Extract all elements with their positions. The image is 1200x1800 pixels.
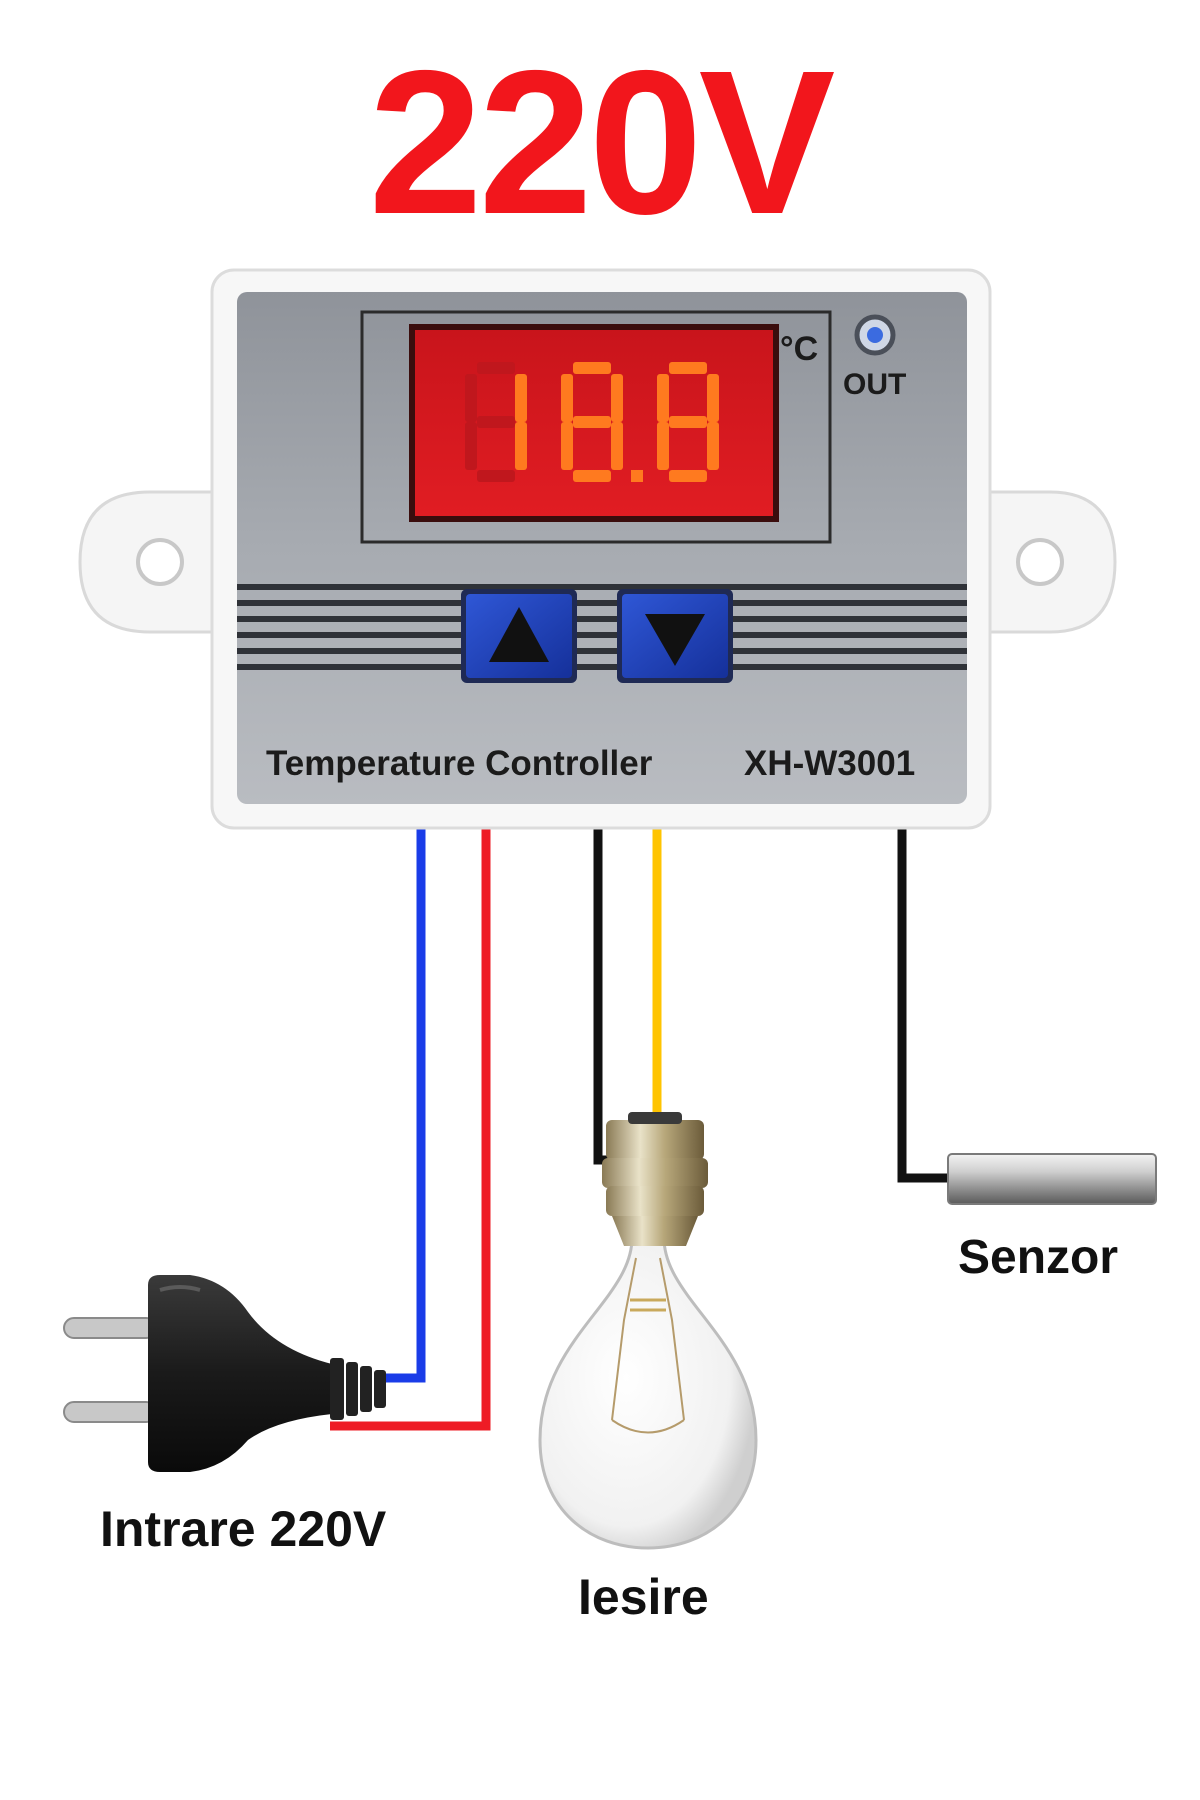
- led-segment: [515, 422, 527, 470]
- led-segment: [611, 374, 623, 422]
- led-segment: [465, 422, 477, 470]
- light-bulb-icon: [538, 1112, 758, 1550]
- led-segment: [669, 362, 707, 374]
- led-segment: [573, 362, 611, 374]
- mount-hole-right: [1016, 538, 1064, 586]
- temperature-probe: [947, 1153, 1157, 1205]
- sensor-label: Senzor: [958, 1231, 1119, 1284]
- led-segment: [561, 374, 573, 422]
- led-decimal-point: [631, 470, 643, 482]
- red-wire: [330, 820, 491, 1431]
- out-label: OUT: [843, 368, 907, 401]
- led-segment: [573, 416, 611, 428]
- unit-label: °C: [780, 330, 819, 368]
- power-plug-icon: [63, 1275, 386, 1472]
- triangle-down-icon: [645, 614, 705, 666]
- down-button[interactable]: [617, 589, 733, 683]
- led-segment: [477, 362, 515, 374]
- up-button[interactable]: [461, 589, 577, 683]
- mounting-ears: [78, 490, 1117, 634]
- led-digits: [465, 362, 719, 482]
- triangle-up-icon: [489, 607, 549, 662]
- led-segment: [707, 422, 719, 470]
- blue-wire: [385, 820, 426, 1383]
- led-segment: [561, 422, 573, 470]
- mount-hole-left: [136, 538, 184, 586]
- led-segment: [477, 470, 515, 482]
- device-model: XH-W3001: [744, 744, 916, 783]
- input-label: Intrare 220V: [100, 1501, 387, 1557]
- led-segment: [611, 422, 623, 470]
- black-wire-sensor: [897, 820, 950, 1183]
- led-segment: [477, 416, 515, 428]
- display-frame: [360, 310, 832, 544]
- device-title: Temperature Controller: [266, 744, 653, 783]
- led-segment: [515, 374, 527, 422]
- led-segment: [669, 416, 707, 428]
- led-segment: [573, 470, 611, 482]
- wires: [330, 820, 950, 1431]
- led-segment: [707, 374, 719, 422]
- led-segment: [465, 374, 477, 422]
- black-wire-lamp: [593, 820, 618, 1165]
- led-segment: [669, 470, 707, 482]
- led-segment: [657, 374, 669, 422]
- voltage-headline: 220V: [368, 28, 836, 257]
- led-segment: [657, 422, 669, 470]
- panel-grille: [237, 584, 967, 670]
- output-label: Iesire: [578, 1569, 709, 1625]
